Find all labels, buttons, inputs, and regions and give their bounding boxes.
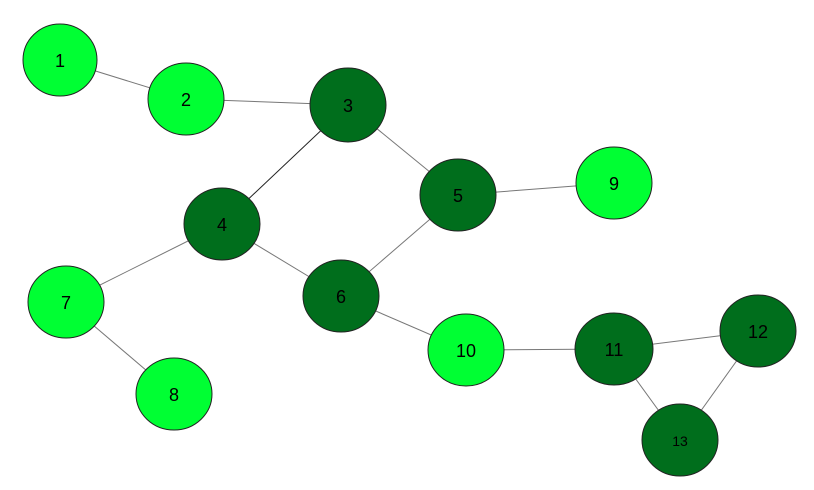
node-label-4: 4 xyxy=(217,215,227,235)
node-label-8: 8 xyxy=(169,385,179,405)
node-label-5: 5 xyxy=(453,186,463,206)
node-2: 2 xyxy=(147,62,225,136)
node-circle-3 xyxy=(309,67,387,143)
node-circle-7 xyxy=(27,265,105,339)
node-5: 5 xyxy=(419,158,497,232)
node-label-3: 3 xyxy=(343,96,353,116)
node-7: 7 xyxy=(27,265,105,339)
node-9: 9 xyxy=(575,146,653,220)
node-circle-2 xyxy=(147,62,225,136)
node-label-6: 6 xyxy=(336,287,346,307)
node-circle-13 xyxy=(641,403,719,477)
node-circle-5 xyxy=(419,158,497,232)
node-label-13: 13 xyxy=(672,433,688,449)
node-circle-1 xyxy=(22,23,98,97)
node-8: 8 xyxy=(135,357,213,431)
node-circle-10 xyxy=(427,313,505,387)
node-11: 11 xyxy=(574,312,654,386)
node-10: 10 xyxy=(427,313,505,387)
node-label-9: 9 xyxy=(609,174,619,194)
node-3: 3 xyxy=(309,67,387,143)
node-4: 4 xyxy=(183,187,261,261)
node-circle-9 xyxy=(575,146,653,220)
node-label-2: 2 xyxy=(181,90,191,110)
node-circle-4 xyxy=(183,187,261,261)
node-label-1: 1 xyxy=(55,51,65,71)
node-circle-11 xyxy=(574,312,654,386)
node-circle-8 xyxy=(135,357,213,431)
node-label-10: 10 xyxy=(456,341,476,361)
node-1: 1 xyxy=(22,23,98,97)
node-label-7: 7 xyxy=(61,293,71,313)
node-6: 6 xyxy=(302,259,380,333)
node-circle-6 xyxy=(302,259,380,333)
node-label-12: 12 xyxy=(748,322,768,342)
node-13: 13 xyxy=(641,403,719,477)
node-12: 12 xyxy=(719,294,797,368)
node-label-11: 11 xyxy=(605,340,624,360)
node-circle-12 xyxy=(719,294,797,368)
